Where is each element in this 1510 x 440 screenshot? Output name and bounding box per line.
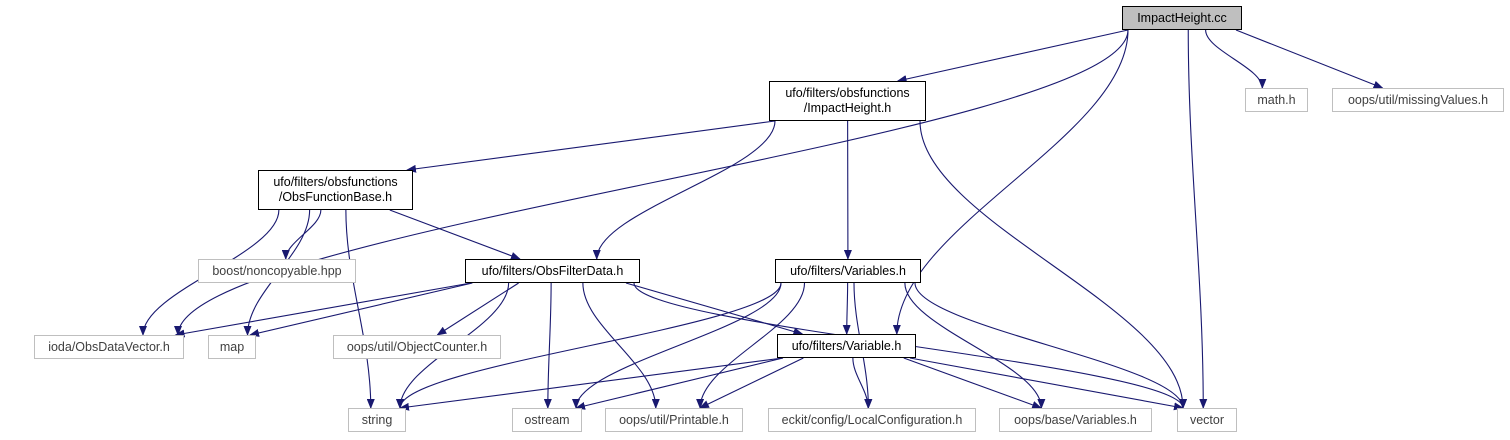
node-obsfilterdata-h[interactable]: ufo/filters/ObsFilterData.h — [465, 259, 640, 283]
edge-variables_h-to-basevariables — [904, 282, 1046, 409]
edge-variable_h-to-printable — [698, 357, 804, 409]
node-map: map — [208, 335, 256, 359]
node-obsfunctionbase-h[interactable]: ufo/filters/obsfunctions /ObsFunctionBas… — [258, 170, 413, 210]
node-string: string — [348, 408, 406, 432]
node-missingvalues-h: oops/util/missingValues.h — [1332, 88, 1504, 112]
edge-variable_h-to-ostream — [575, 357, 784, 410]
edge-obsfilterdata-to-printable — [582, 282, 660, 409]
node-math-h: math.h — [1245, 88, 1308, 112]
edge-impactheight_h-to-obsfuncbase — [406, 120, 776, 173]
edge-obsfuncbase-to-string — [345, 209, 375, 409]
edge-obsfilterdata-to-obsdatavector — [174, 282, 472, 338]
node-objectcounter-h: oops/util/ObjectCounter.h — [333, 335, 501, 359]
edge-variables_h-to-string — [396, 282, 782, 409]
edge-variable_h-to-localconfig — [852, 357, 873, 409]
node-vector: vector — [1177, 408, 1237, 432]
edge-obsfilterdata-to-variable_h — [625, 282, 804, 336]
edge-root-to-missing — [1235, 29, 1384, 89]
edge-variables_h-to-ostream — [572, 282, 782, 409]
node-filters-variables-h[interactable]: ufo/filters/Variables.h — [775, 259, 921, 283]
edge-obsfilterdata-to-objectcounter — [436, 282, 519, 336]
node-obsdatavector-h: ioda/ObsDataVector.h — [34, 335, 184, 359]
edge-impactheight_h-to-vector — [919, 120, 1187, 409]
edge-variables_h-to-printable — [696, 282, 806, 409]
edge-variables_h-to-variable_h — [842, 282, 851, 335]
edge-layer — [139, 29, 1384, 411]
edge-variable_h-to-string — [399, 357, 784, 411]
node-noncopyable-hpp: boost/noncopyable.hpp — [198, 259, 356, 283]
node-base-variables-h: oops/base/Variables.h — [999, 408, 1152, 432]
edge-root-to-obsdatavector — [174, 29, 1129, 336]
edge-root-to-vector — [1187, 29, 1208, 409]
edge-root-to-impactheight_h — [896, 29, 1129, 83]
node-ostream: ostream — [512, 408, 582, 432]
edge-obsfuncbase-to-obsfilterdata — [389, 209, 521, 260]
edge-variable_h-to-basevariables — [903, 357, 1043, 409]
edge-obsfilterdata-to-map — [249, 282, 473, 337]
node-filters-variable-h[interactable]: ufo/filters/Variable.h — [777, 334, 916, 358]
edge-root-to-math — [1205, 29, 1267, 89]
edge-obsfilterdata-to-ostream — [543, 282, 552, 409]
edge-variable_h-to-vector — [909, 357, 1184, 411]
node-printable-h: oops/util/Printable.h — [605, 408, 743, 432]
edge-variables_h-to-vector — [914, 282, 1187, 409]
node-impactheight-cc[interactable]: ImpactHeight.cc — [1122, 6, 1242, 30]
node-impactheight-h[interactable]: ufo/filters/obsfunctions /ImpactHeight.h — [769, 81, 926, 121]
node-localconfiguration-h: eckit/config/LocalConfiguration.h — [768, 408, 976, 432]
edge-impactheight_h-to-obsfilterdata — [592, 120, 776, 260]
edge-root-to-variable_h — [892, 29, 1129, 335]
